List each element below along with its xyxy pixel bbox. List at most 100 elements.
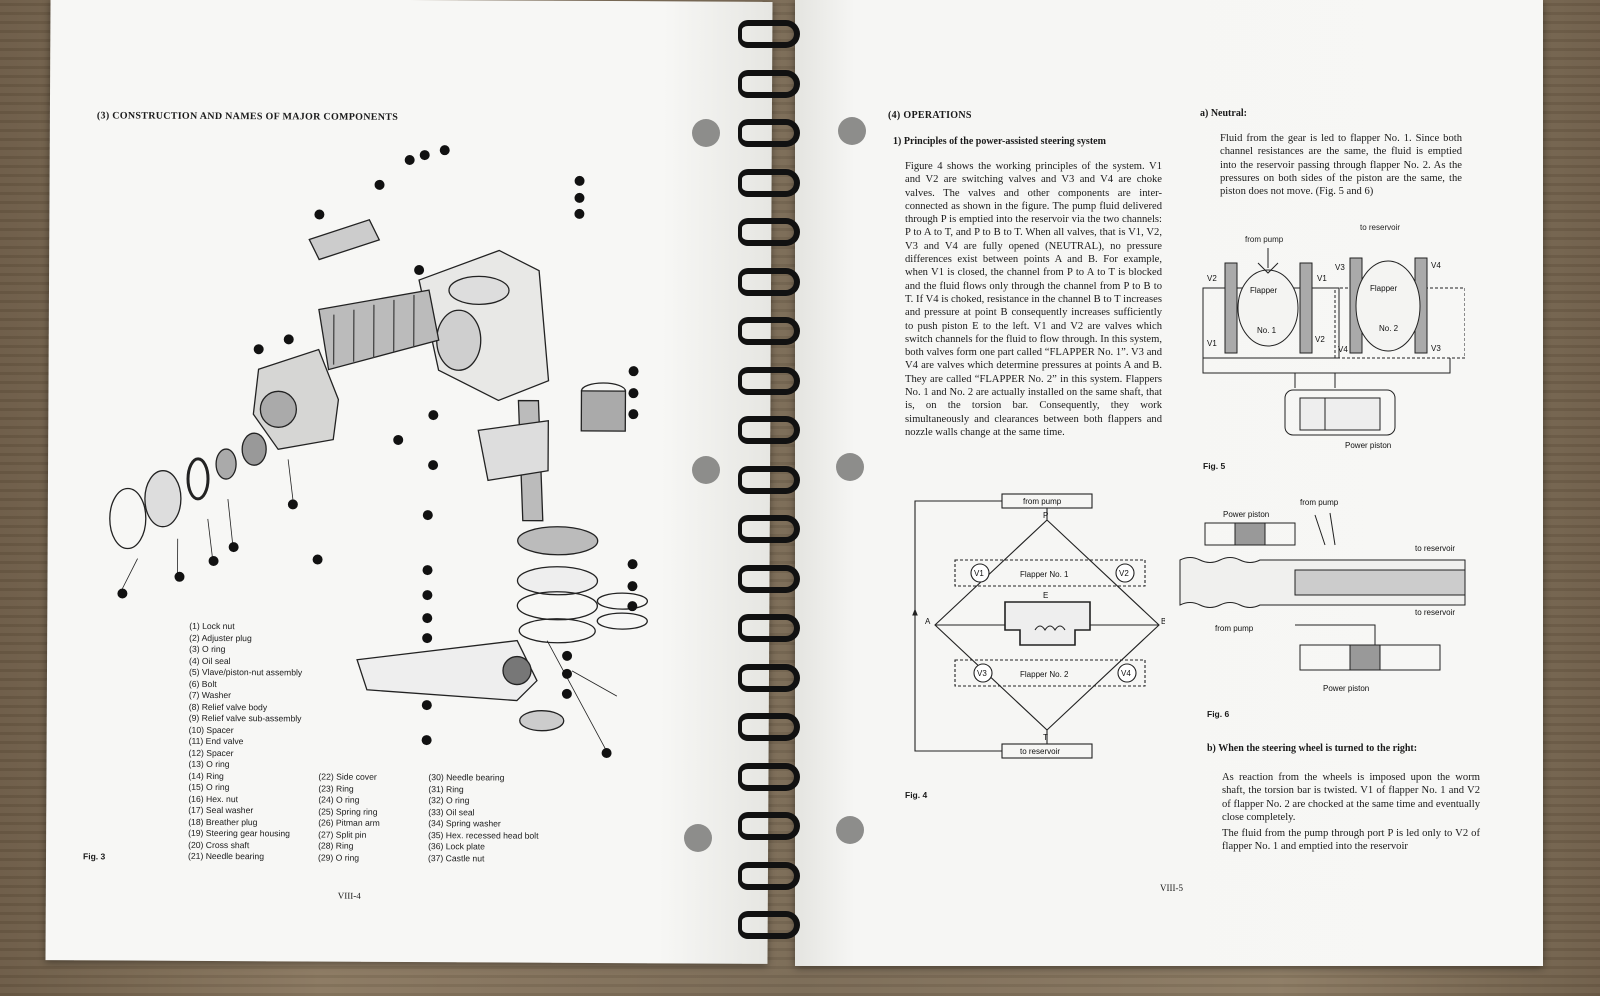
binding-coil <box>738 614 800 642</box>
binding-coil <box>738 267 800 296</box>
page-number: VIII-4 <box>337 890 361 901</box>
part-item: (34) Spring washer <box>428 818 501 829</box>
fig5-v2-lower: V2 <box>1315 335 1325 344</box>
binding-coil <box>738 20 800 48</box>
fig6-to-reservoir-2: to reservoir <box>1415 608 1455 617</box>
fig5-no1: No. 1 <box>1257 326 1277 335</box>
binding-coil <box>738 515 800 543</box>
part-item: (31) Ring <box>428 783 464 794</box>
fig5-flapper-2: Flapper <box>1370 284 1397 293</box>
part-item: (25) Spring ring <box>318 806 378 817</box>
part-item: (37) Castle nut <box>428 852 485 863</box>
fig6-from-pump-left: from pump <box>1215 624 1254 633</box>
part-item: (35) Hex. recessed head bolt <box>428 829 539 841</box>
part-item: (26) Pitman arm <box>318 817 380 828</box>
fig4-a: A <box>925 617 931 626</box>
fig5-v2: V2 <box>1207 274 1217 283</box>
part-item: (4) Oil seal <box>189 655 231 666</box>
part-item: (14) Ring <box>188 770 224 781</box>
fig5-v4-lower: V4 <box>1338 345 1348 354</box>
binding-coil <box>738 366 800 395</box>
fig4-p: P <box>1043 511 1048 520</box>
section-title: (3) CONSTRUCTION AND NAMES OF MAJOR COMP… <box>96 110 399 123</box>
punch-hole <box>692 456 720 484</box>
binding-coil <box>738 713 800 741</box>
binding-coil <box>738 564 800 593</box>
binding-coil <box>738 465 800 494</box>
section-title: (4) OPERATIONS <box>888 110 972 121</box>
part-item: (8) Relief valve body <box>188 701 268 712</box>
part-item: (12) Spacer <box>188 747 234 758</box>
punch-hole <box>692 119 720 147</box>
part-item: (13) O ring <box>188 758 230 770</box>
punch-hole <box>838 117 866 145</box>
fig4-from-pump: from pump <box>1023 497 1062 506</box>
part-item: (28) Ring <box>318 840 354 851</box>
fig4-diagram: from pump to reservoir P T A B E V1 V2 V… <box>912 493 1165 759</box>
fig4-v2: V2 <box>1119 569 1129 578</box>
fig4-t: T <box>1043 733 1048 742</box>
binding-coil <box>738 911 800 939</box>
fig4-flapper1: Flapper No. 1 <box>1020 570 1069 579</box>
part-item: (11) End valve <box>188 735 244 747</box>
part-item: (33) Oil seal <box>428 806 475 817</box>
right-turn-paragraph-2: The fluid from the pump through port P i… <box>1222 828 1480 853</box>
part-item: (6) Bolt <box>188 678 217 689</box>
subsection-title: 1) Principles of the power-assisted stee… <box>893 136 1106 147</box>
binding-coil <box>738 317 800 345</box>
binding-coil <box>738 762 800 791</box>
fig5-diagram: from pump to reservoir Flapper No. 1 Fla… <box>1202 223 1465 450</box>
neutral-title: a) Neutral: <box>1200 108 1247 119</box>
part-item: (2) Adjuster plug <box>189 632 252 643</box>
binding-coil <box>738 416 800 444</box>
punch-hole <box>836 816 864 844</box>
fig4-label: Fig. 4 <box>905 790 928 800</box>
punch-hole <box>836 453 864 481</box>
binding-coil <box>738 861 800 890</box>
fig5-v1-lower: V1 <box>1207 339 1217 348</box>
left-page: (3) CONSTRUCTION AND NAMES OF MAJOR COMP… <box>45 0 773 964</box>
right-page: (4) OPERATIONS 1) Principles of the powe… <box>795 0 1543 966</box>
part-item: (36) Lock plate <box>428 841 485 852</box>
fig5-v4: V4 <box>1431 261 1441 270</box>
neutral-paragraph: Fluid from the gear is led to flapper No… <box>1220 133 1462 198</box>
part-item: (23) Ring <box>318 783 354 794</box>
part-item: (3) O ring <box>189 643 226 655</box>
parts-list-column-2: (22) Side cover (23) Ring (24) O ring (2… <box>318 772 380 864</box>
binding-coil <box>738 812 800 840</box>
part-item: (21) Needle bearing <box>188 850 265 862</box>
fig5-from-pump: from pump <box>1245 235 1284 244</box>
part-item: (16) Hex. nut <box>188 793 239 804</box>
fig4-to-reservoir: to reservoir <box>1020 747 1060 756</box>
binding-coil <box>738 168 800 197</box>
part-item: (19) Steering gear housing <box>188 827 290 839</box>
figure-label: Fig. 3 <box>83 851 106 862</box>
binding-coil <box>738 119 800 147</box>
parts-list-column-1: (1) Lock nut (2) Adjuster plug (3) O rin… <box>188 621 302 863</box>
fig4-v4: V4 <box>1121 669 1131 678</box>
fig5-label: Fig. 5 <box>1203 461 1226 471</box>
fig6-diagram: Power piston from pump to reservoir to r… <box>1179 498 1466 693</box>
part-item: (15) O ring <box>188 781 230 793</box>
fig6-label: Fig. 6 <box>1207 709 1230 719</box>
page-number: VIII-5 <box>1160 883 1183 893</box>
fig4-b: B <box>1161 617 1165 626</box>
part-item: (18) Breather plug <box>188 816 258 827</box>
fig6-power-piston-top: Power piston <box>1223 510 1269 519</box>
right-turn-paragraph-1: As reaction from the wheels is imposed u… <box>1222 772 1480 823</box>
part-item: (32) O ring <box>428 795 470 806</box>
principles-paragraph: Figure 4 shows the working principles of… <box>905 161 1162 438</box>
binding-coil <box>738 663 800 692</box>
fig4-v1: V1 <box>974 569 984 578</box>
fig5-no2: No. 2 <box>1379 324 1399 333</box>
fig5-v3-lower: V3 <box>1431 344 1441 353</box>
fig6-to-reservoir-1: to reservoir <box>1415 544 1455 553</box>
fig5-v1: V1 <box>1317 274 1327 283</box>
part-item: (7) Washer <box>188 689 232 701</box>
fig5-v3: V3 <box>1335 263 1345 272</box>
binding-coil <box>738 69 800 98</box>
part-item: (29) O ring <box>318 852 360 863</box>
binding-coil <box>738 218 800 246</box>
part-item: (22) Side cover <box>318 771 377 782</box>
fig4-e: E <box>1043 591 1048 600</box>
